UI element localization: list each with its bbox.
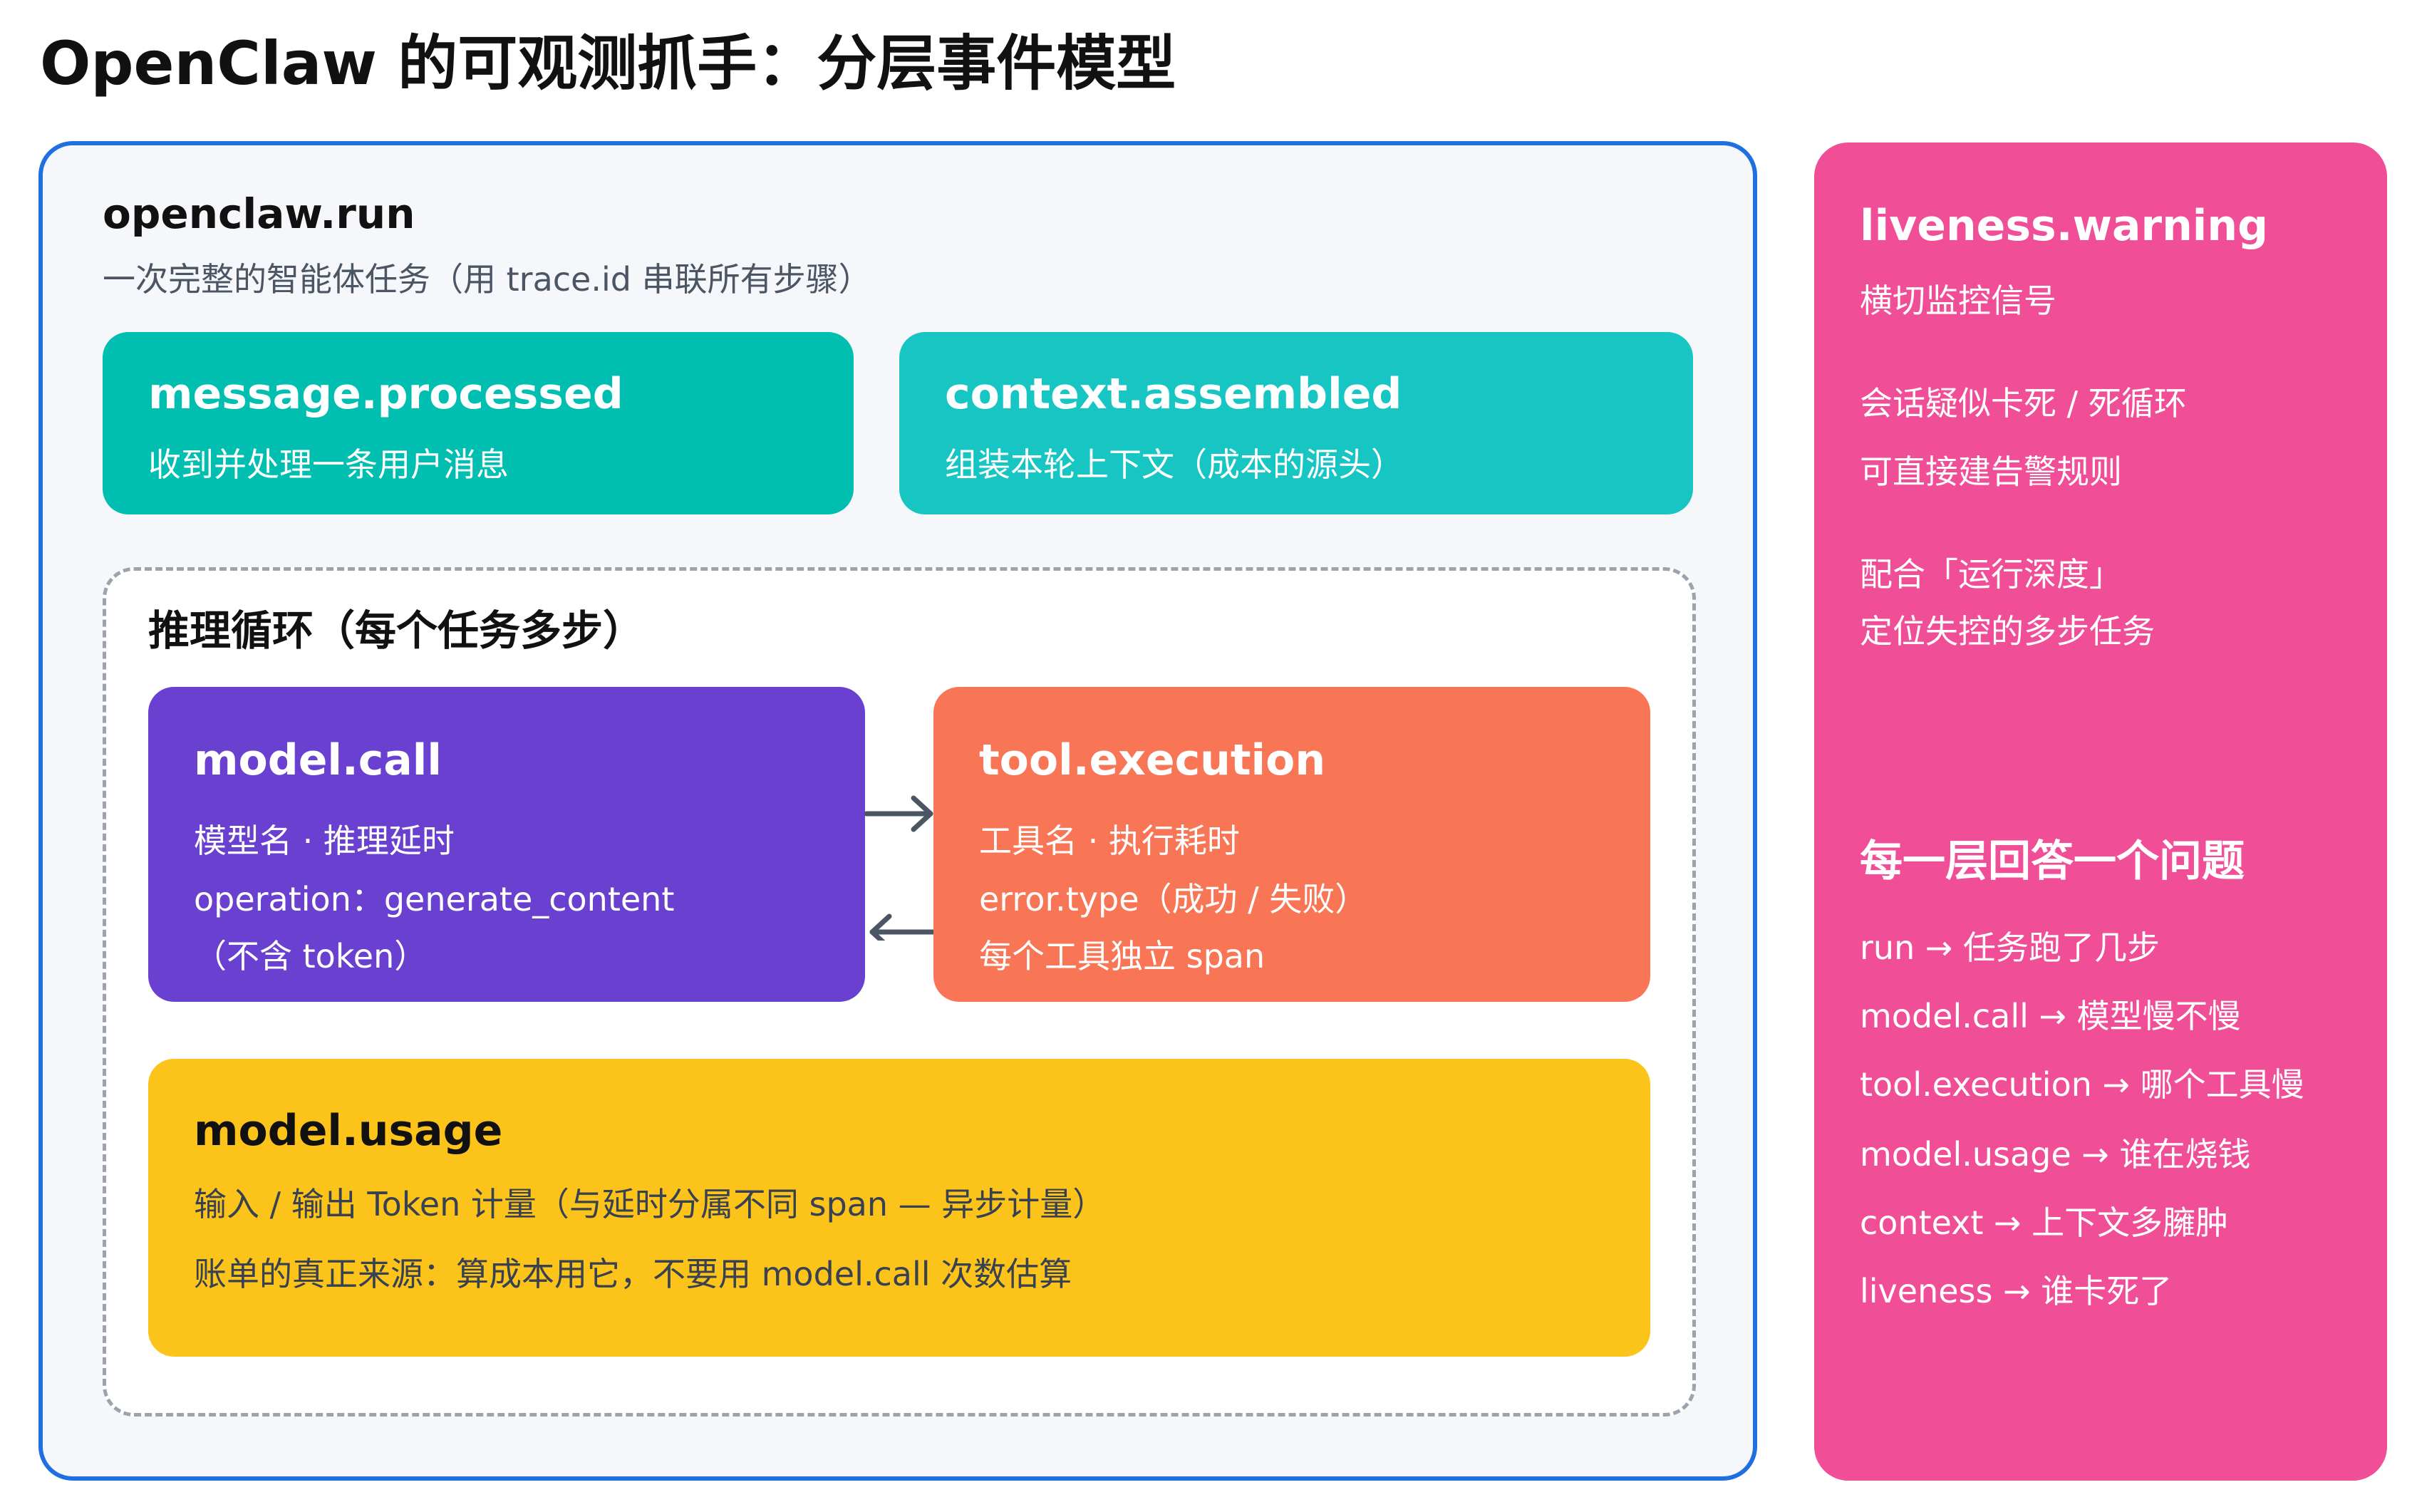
tool-execution-line: 工具名 · 执行耗时 bbox=[979, 822, 1240, 860]
context-assembled-title: context.assembled bbox=[945, 369, 1402, 419]
liveness-line: 可直接建告警规则 bbox=[1860, 452, 2122, 491]
side-panel: liveness.warning 横切监控信号 会话疑似卡死 / 死循环 可直接… bbox=[1814, 143, 2387, 1481]
run-title: openclaw.run bbox=[103, 190, 415, 238]
run-description: 一次完整的智能体任务（用 trace.id 串联所有步骤） bbox=[103, 260, 871, 299]
question-item: tool.execution → 哪个工具慢 bbox=[1860, 1065, 2304, 1104]
message-processed-desc: 收到并处理一条用户消息 bbox=[148, 445, 509, 484]
arrow-right-icon bbox=[864, 795, 933, 832]
message-processed-card: message.processed 收到并处理一条用户消息 bbox=[103, 332, 854, 514]
model-usage-line: 输入 / 输出 Token 计量（与延时分属不同 span — 异步计量） bbox=[194, 1185, 1106, 1223]
liveness-line: 配合「运行深度」 bbox=[1860, 555, 2122, 594]
context-assembled-card: context.assembled 组装本轮上下文（成本的源头） bbox=[899, 332, 1693, 514]
tool-execution-card: tool.execution 工具名 · 执行耗时 error.type（成功 … bbox=[933, 687, 1650, 1002]
model-call-line: 模型名 · 推理延时 bbox=[194, 822, 455, 860]
page-title: OpenClaw 的可观测抓手：分层事件模型 bbox=[40, 29, 1176, 98]
model-usage-card: model.usage 输入 / 输出 Token 计量（与延时分属不同 spa… bbox=[148, 1059, 1650, 1357]
tool-execution-line: error.type（成功 / 失败） bbox=[979, 880, 1368, 918]
question-item: run → 任务跑了几步 bbox=[1860, 928, 2160, 967]
question-item: model.call → 模型慢不慢 bbox=[1860, 997, 2241, 1035]
model-usage-title: model.usage bbox=[194, 1106, 503, 1156]
questions-title: 每一层回答一个问题 bbox=[1860, 837, 2245, 886]
liveness-subtitle: 横切监控信号 bbox=[1860, 281, 2056, 320]
model-call-line: operation：generate_content bbox=[194, 880, 675, 918]
arrow-left-icon bbox=[869, 913, 939, 941]
model-call-card: model.call 模型名 · 推理延时 operation：generate… bbox=[148, 687, 865, 1002]
question-item: liveness → 谁卡死了 bbox=[1860, 1272, 2173, 1310]
tool-execution-title: tool.execution bbox=[979, 735, 1326, 785]
question-item: context → 上下文多臃肿 bbox=[1860, 1203, 2229, 1242]
model-usage-line: 账单的真正来源：算成本用它，不要用 model.call 次数估算 bbox=[194, 1255, 1072, 1293]
message-processed-title: message.processed bbox=[148, 369, 623, 419]
question-item: model.usage → 谁在烧钱 bbox=[1860, 1135, 2251, 1174]
loop-arrows bbox=[864, 795, 939, 941]
liveness-line: 定位失控的多步任务 bbox=[1860, 612, 2155, 651]
model-call-title: model.call bbox=[194, 735, 442, 785]
liveness-line: 会话疑似卡死 / 死循环 bbox=[1860, 384, 2187, 423]
reasoning-loop-title: 推理循环（每个任务多步） bbox=[148, 606, 645, 655]
tool-execution-line: 每个工具独立 span bbox=[979, 937, 1266, 975]
model-call-line: （不含 token） bbox=[194, 937, 428, 975]
liveness-title: liveness.warning bbox=[1860, 201, 2269, 251]
context-assembled-desc: 组装本轮上下文（成本的源头） bbox=[945, 445, 1404, 484]
